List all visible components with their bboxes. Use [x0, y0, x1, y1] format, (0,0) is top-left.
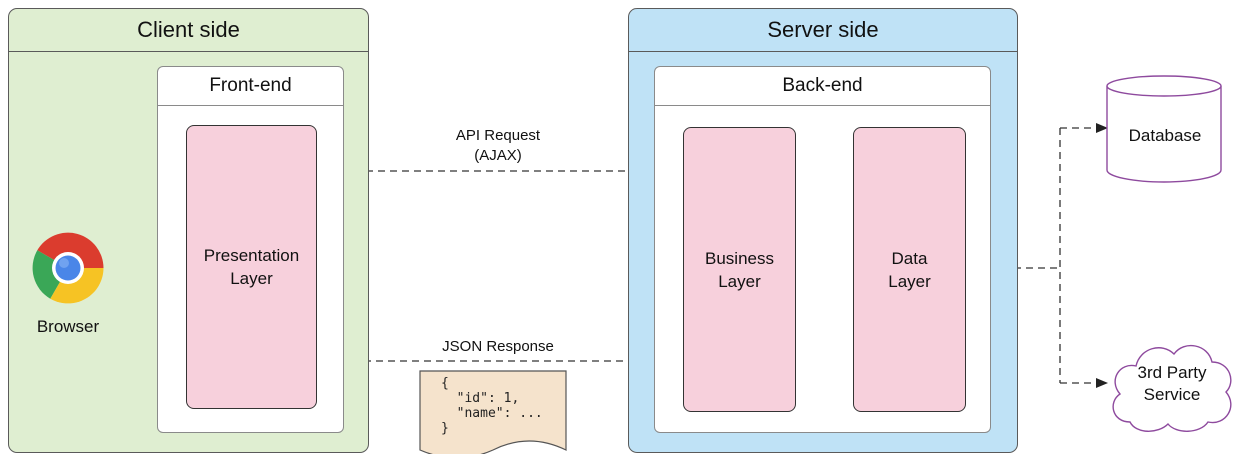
json-document-icon — [419, 370, 567, 454]
cloud-icon — [1112, 344, 1232, 432]
api-request-label: API Request (AJAX) — [455, 127, 541, 164]
data-layer: Data Layer — [853, 127, 966, 412]
client-side-title: Client side — [9, 9, 368, 52]
json-snippet: { "id": 1, "name": ... } — [441, 376, 543, 436]
json-response-label: JSON Response — [442, 338, 554, 355]
frontend-title: Front-end — [158, 67, 343, 106]
browser-label: Browser — [36, 317, 100, 336]
database-icon — [1106, 75, 1222, 183]
database-label: Database — [1128, 126, 1202, 145]
third-party-service-label: 3rd Party Service — [1137, 363, 1207, 404]
chrome-icon — [27, 227, 109, 309]
server-side-title: Server side — [629, 9, 1017, 52]
presentation-layer: Presentation Layer — [186, 125, 317, 409]
backend-title: Back-end — [655, 67, 990, 106]
business-layer: Business Layer — [683, 127, 796, 412]
